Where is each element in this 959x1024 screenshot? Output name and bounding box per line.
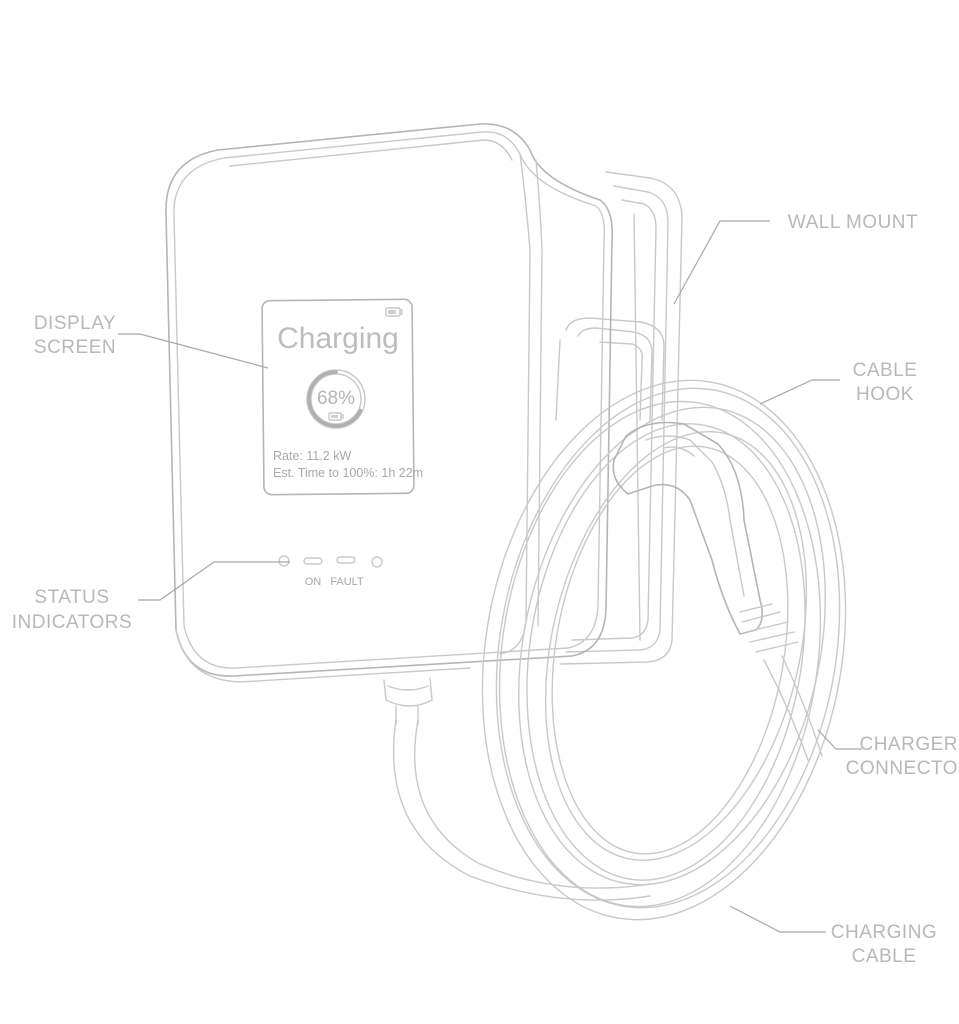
- indicator-light-left: [278, 555, 290, 567]
- svg-text:WALL MOUNT: WALL MOUNT: [788, 212, 918, 233]
- display-screen: Charging 68% Rate: 11.2 kW Est. Time to …: [261, 298, 423, 496]
- svg-text:CHARGING: CHARGING: [831, 922, 937, 943]
- status-indicators: ON FAULT: [278, 555, 383, 588]
- cable-gland: [383, 677, 433, 725]
- callout-status-indicators: STATUS INDICATORS: [12, 587, 132, 633]
- svg-text:CABLE: CABLE: [852, 946, 917, 967]
- callout-leaders: [118, 220, 862, 933]
- callout-charging-cable: CHARGING CABLE: [831, 922, 937, 967]
- charge-rate: Rate: 11.2 kW: [273, 449, 351, 463]
- svg-text:DISPLAY: DISPLAY: [34, 313, 116, 334]
- charge-progress-ring: [307, 370, 363, 428]
- charger-connector: [612, 421, 823, 761]
- fault-label: FAULT: [330, 576, 364, 588]
- callout-display-screen: DISPLAY SCREEN: [34, 313, 116, 358]
- svg-text:INDICATORS: INDICATORS: [12, 612, 132, 633]
- svg-text:SCREEN: SCREEN: [34, 337, 116, 358]
- on-label: ON: [305, 576, 322, 588]
- wall-mount-bracket: [559, 171, 683, 665]
- charge-percent: 68%: [317, 388, 355, 409]
- callout-wall-mount: WALL MOUNT: [788, 212, 918, 233]
- charging-cable: [392, 379, 847, 921]
- svg-text:STATUS: STATUS: [34, 587, 109, 608]
- battery-icon: [328, 412, 344, 421]
- svg-text:CABLE: CABLE: [853, 360, 918, 381]
- callout-cable-hook: CABLE HOOK: [853, 360, 918, 405]
- estimated-time: Est. Time to 100%: 1h 22m: [273, 466, 423, 480]
- callout-charger-connector: CHARGER CONNECTO: [846, 734, 958, 779]
- svg-text:HOOK: HOOK: [856, 384, 914, 405]
- on-indicator: [303, 557, 323, 565]
- screen-title: Charging: [277, 322, 399, 355]
- cable-hook: [555, 317, 665, 421]
- svg-text:CONNECTO: CONNECTO: [846, 758, 958, 779]
- svg-text:CHARGER: CHARGER: [859, 734, 958, 755]
- fault-indicator: [336, 556, 356, 564]
- charger-body: [165, 123, 614, 683]
- indicator-light-right: [371, 556, 383, 568]
